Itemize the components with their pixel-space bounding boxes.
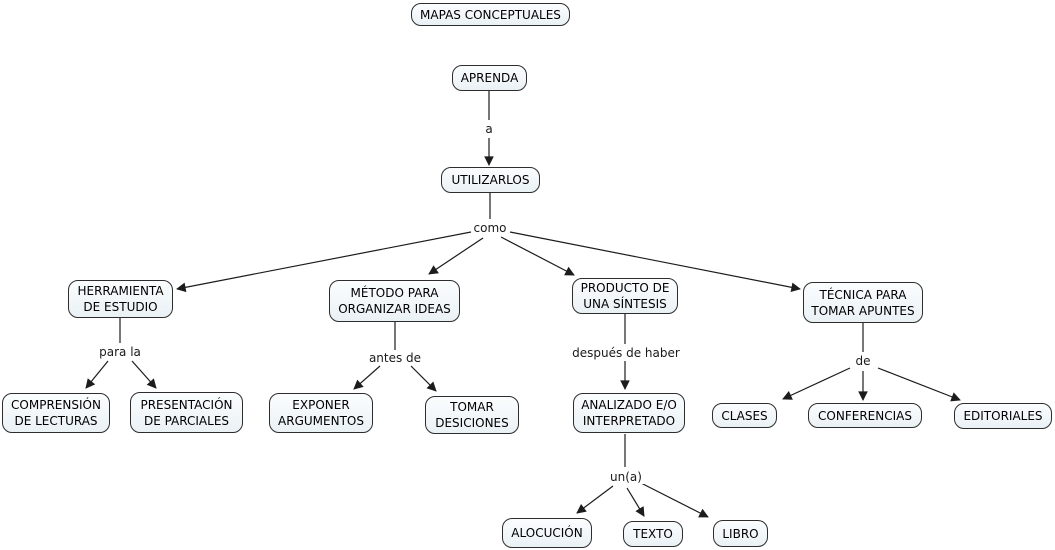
link-phrase-despues-de-haber[interactable]: después de haber: [570, 346, 682, 360]
node-tecnica-para-tomar-apuntes[interactable]: TÉCNICA PARA TOMAR APUNTES: [803, 282, 923, 323]
node-utilizarlos[interactable]: UTILIZARLOS: [441, 167, 540, 193]
link-phrase-a[interactable]: a: [483, 122, 495, 136]
link-phrase-antes-de[interactable]: antes de: [366, 351, 424, 365]
connector-antesde-exponer: [353, 365, 381, 390]
node-aprenda[interactable]: APRENDA: [452, 65, 527, 91]
connector-como-metodo: [428, 237, 484, 275]
connector-una-alocucion: [576, 485, 614, 514]
node-presentacion-de-parciales[interactable]: PRESENTACIÓN DE PARCIALES: [130, 392, 243, 433]
connector-parala-presentacion: [131, 360, 157, 389]
node-metodo-para-organizar-ideas[interactable]: MÉTODO PARA ORGANIZAR IDEAS: [329, 280, 460, 322]
connector-una-libro: [640, 482, 709, 518]
node-herramienta-de-estudio[interactable]: HERRAMIENTA DE ESTUDIO: [68, 280, 173, 318]
connector-una-texto: [626, 487, 645, 517]
node-clases[interactable]: CLASES: [712, 403, 777, 428]
node-mapas-conceptuales[interactable]: MAPAS CONCEPTUALES: [411, 3, 570, 26]
node-alocucion[interactable]: ALOCUCIÓN: [502, 518, 592, 548]
connector-de-clases: [782, 367, 851, 400]
node-producto-de-una-sintesis[interactable]: PRODUCTO DE UNA SÍNTESIS: [572, 278, 678, 314]
connector-como-producto: [500, 236, 575, 276]
node-exponer-argumentos[interactable]: EXPONER ARGUMENTOS: [269, 393, 373, 433]
link-phrase-como[interactable]: como: [471, 221, 509, 235]
link-phrase-para-la[interactable]: para la: [97, 345, 143, 359]
node-editoriales[interactable]: EDITORIALES: [954, 403, 1052, 429]
node-texto[interactable]: TEXTO: [623, 521, 683, 547]
node-analizado-eo-interpretado[interactable]: ANALIZADO E/O INTERPRETADO: [573, 393, 685, 433]
link-phrase-de[interactable]: de: [853, 354, 873, 368]
node-comprension-de-lecturas[interactable]: COMPRENSIÓN DE LECTURAS: [2, 393, 110, 433]
node-libro[interactable]: LIBRO: [713, 520, 768, 547]
node-conferencias[interactable]: CONFERENCIAS: [808, 403, 922, 428]
connector-parala-comprension: [85, 360, 109, 389]
link-phrase-un-a[interactable]: un(a): [608, 470, 644, 484]
connector-de-editoriales: [877, 367, 961, 402]
node-tomar-desiciones[interactable]: TOMAR DESICIONES: [425, 396, 519, 434]
connector-antesde-tomar: [410, 365, 437, 392]
